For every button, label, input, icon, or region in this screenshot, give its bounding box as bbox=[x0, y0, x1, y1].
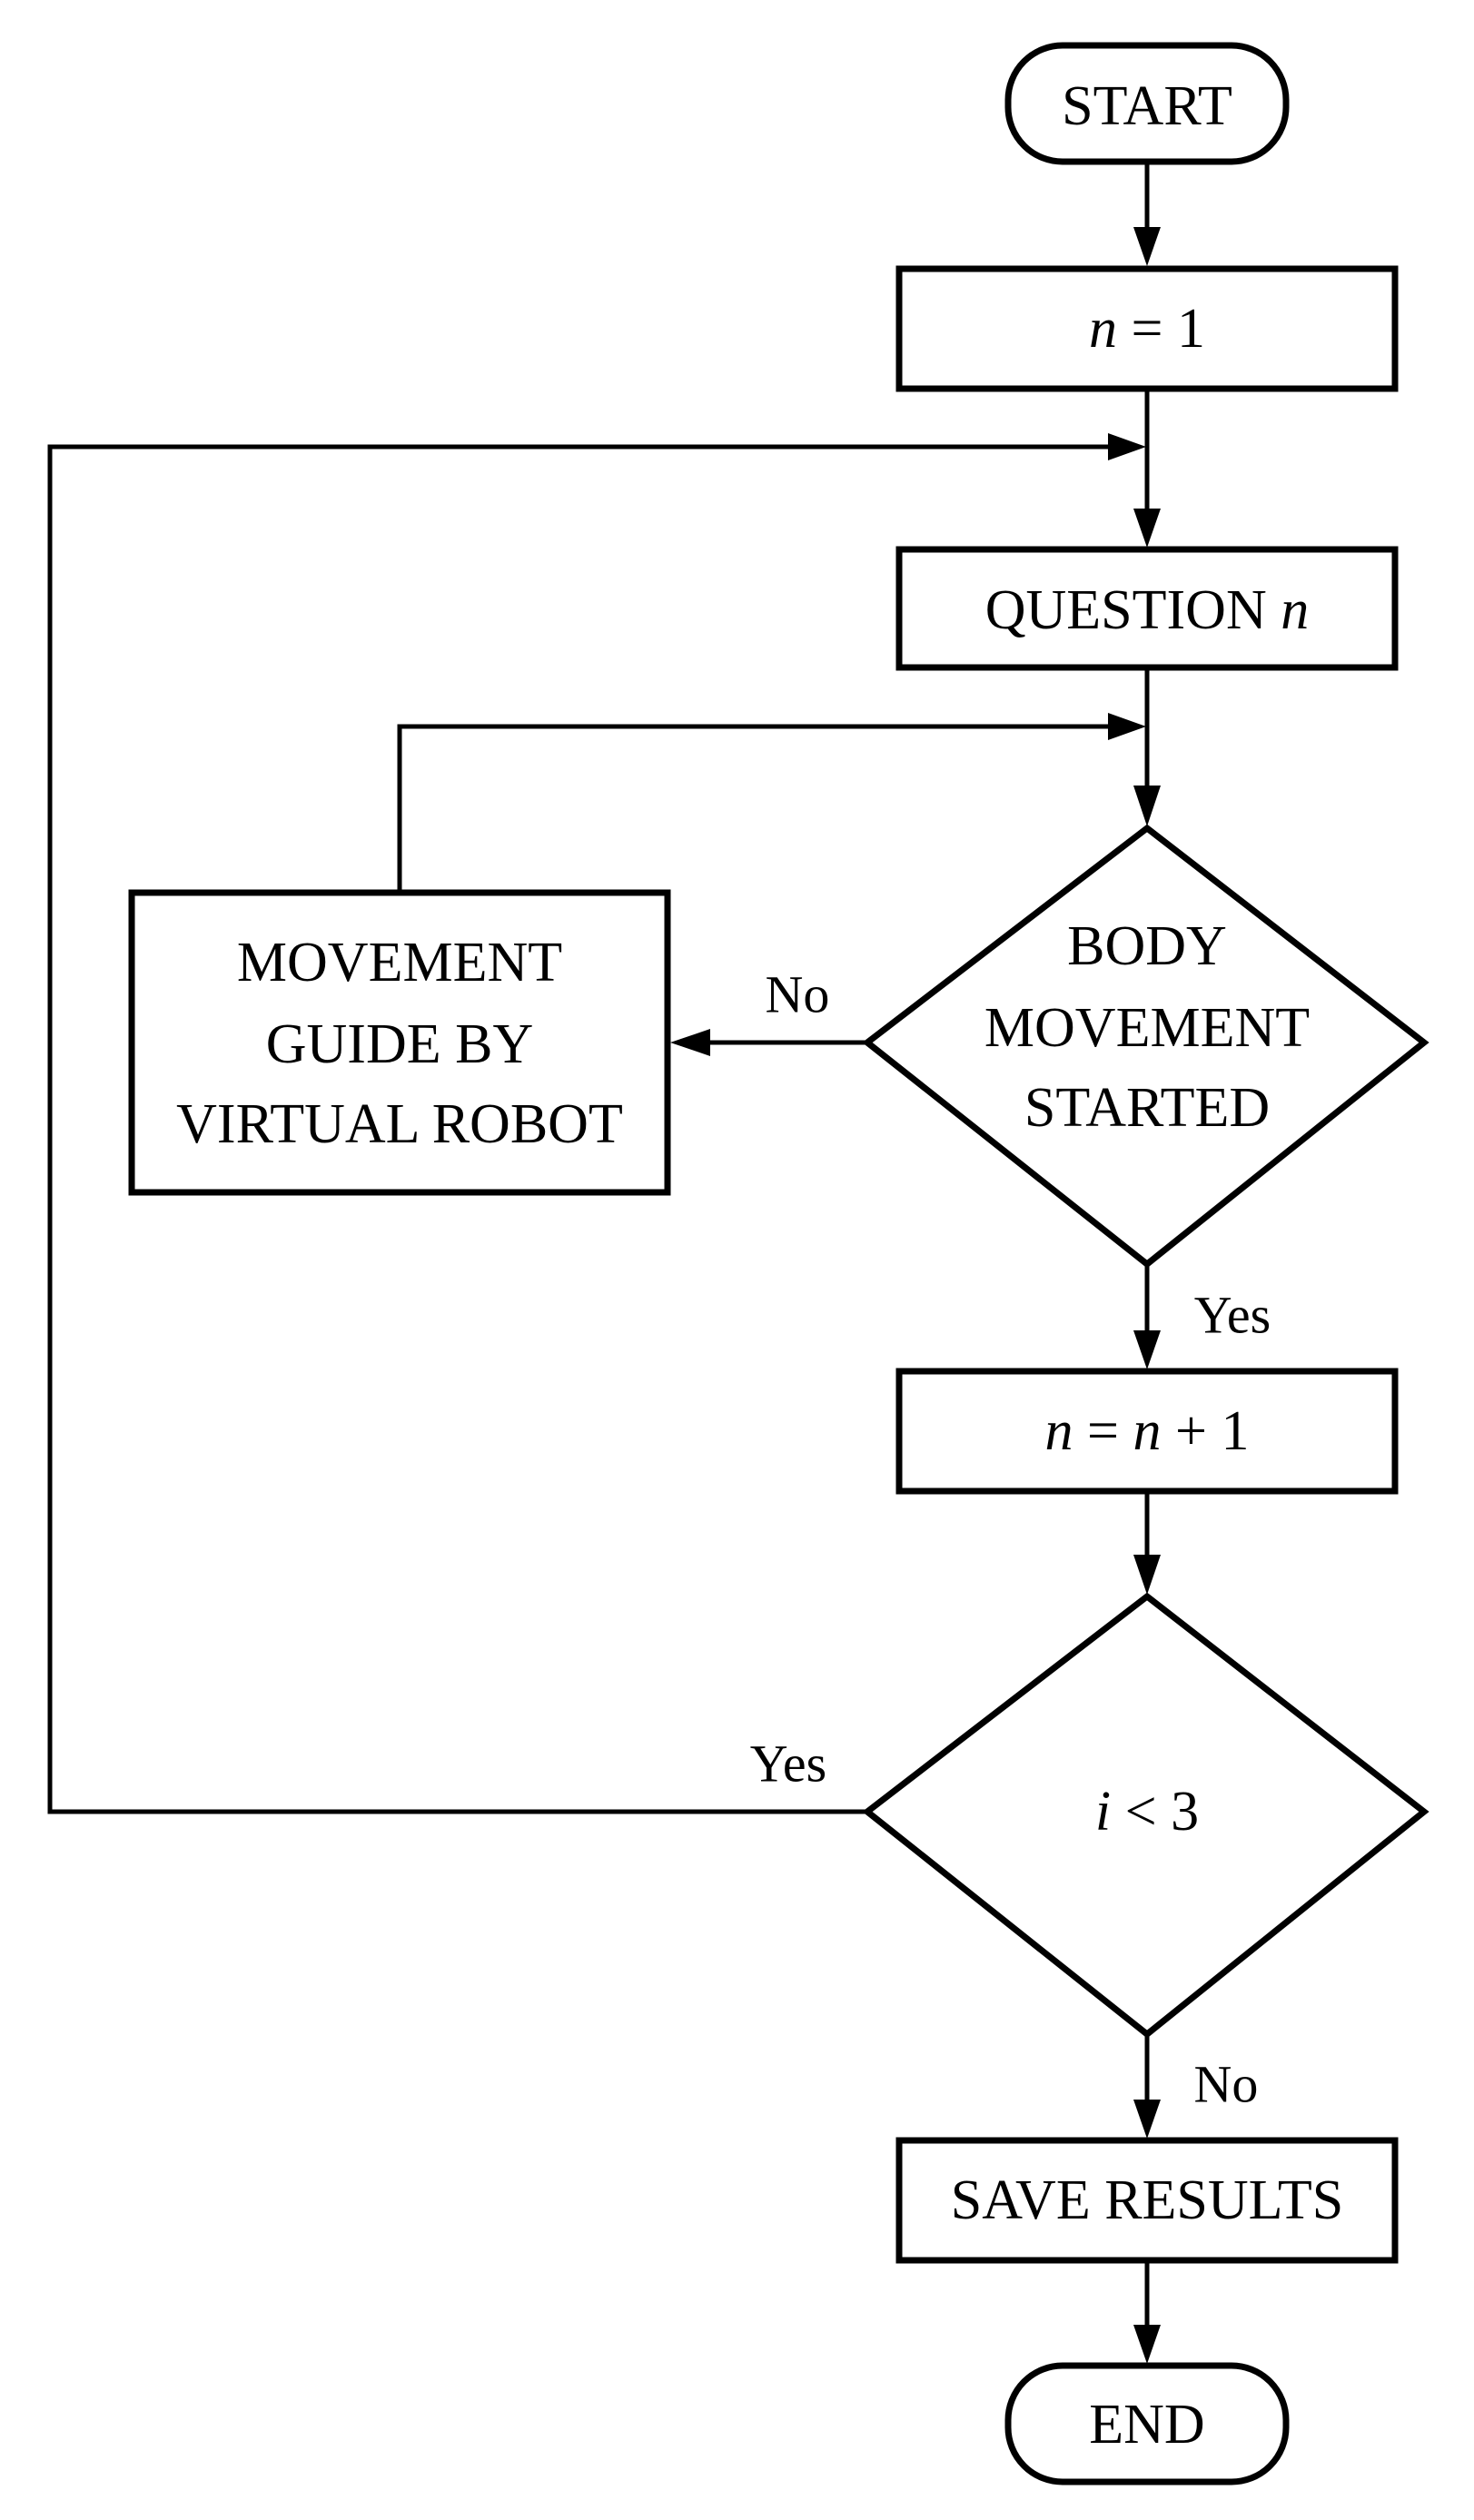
question-process-box bbox=[895, 546, 1399, 671]
arrowhead-guide bbox=[670, 1029, 710, 1056]
movement-guide-line2: GUIDE BY bbox=[266, 1013, 533, 1075]
loop-condition-label: i < 3 bbox=[1095, 1781, 1199, 1843]
arrowhead-init bbox=[1133, 227, 1161, 266]
body-decision-line3: STARTED bbox=[1024, 1077, 1270, 1139]
end-label: END bbox=[1089, 2394, 1204, 2456]
init-label: n = 1 bbox=[1089, 298, 1205, 360]
arrowhead-body-decision bbox=[1133, 786, 1161, 826]
movement-guide-box bbox=[128, 889, 671, 1196]
loop-no-label: No bbox=[1194, 2055, 1259, 2114]
increment-process-box bbox=[895, 1368, 1399, 1495]
movement-guide-line1: MOVEMENT bbox=[237, 932, 562, 993]
start-label: START bbox=[1062, 75, 1232, 137]
arrowhead-end bbox=[1133, 2325, 1161, 2364]
guide-return-connector bbox=[397, 724, 1108, 890]
body-no-label: No bbox=[766, 965, 830, 1024]
question-label: QUESTION n bbox=[985, 579, 1309, 641]
arrowhead-question bbox=[1133, 509, 1161, 548]
arrowhead-loop-decision bbox=[1133, 1555, 1161, 1595]
end-terminal bbox=[1004, 2362, 1290, 2485]
body-yes-label: Yes bbox=[1194, 1286, 1271, 1345]
init-process-box bbox=[895, 265, 1399, 392]
movement-guide-line3: VIRTUAL ROBOT bbox=[176, 1093, 623, 1155]
loop-back-connector bbox=[47, 444, 1108, 1814]
body-decision-line1: BODY bbox=[1067, 915, 1227, 977]
increment-label: n = n + 1 bbox=[1045, 1400, 1250, 1462]
body-decision-line2: MOVEMENT bbox=[984, 997, 1310, 1059]
loop-back-arrowhead bbox=[1108, 433, 1146, 460]
arrowhead-save bbox=[1133, 2100, 1161, 2139]
guide-return-arrowhead bbox=[1108, 713, 1146, 740]
arrowhead-increment bbox=[1133, 1330, 1161, 1369]
save-results-label: SAVE RESULTS bbox=[951, 2169, 1343, 2231]
loop-yes-label: Yes bbox=[750, 1734, 826, 1794]
